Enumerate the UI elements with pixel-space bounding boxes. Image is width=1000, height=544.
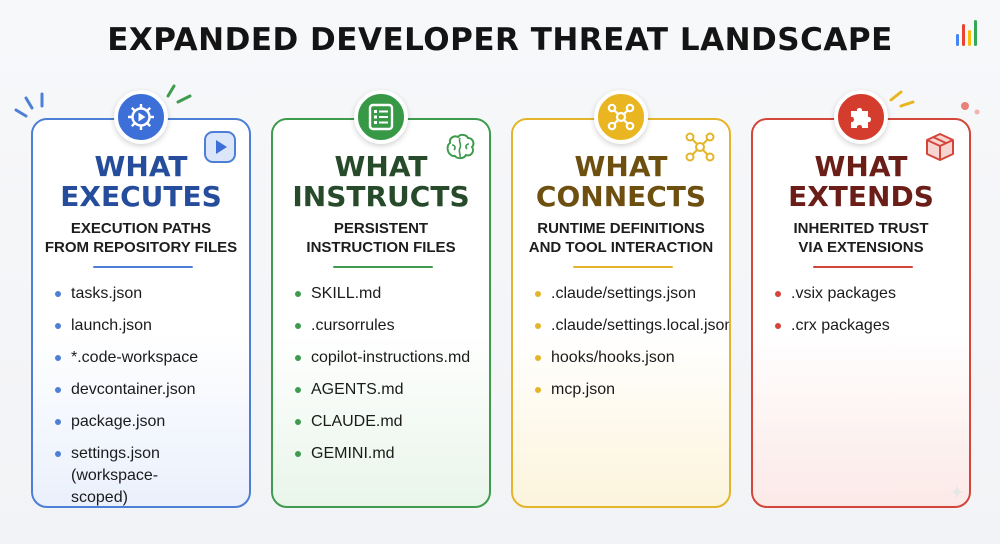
card-heading: WHAT EXTENDS bbox=[788, 150, 934, 213]
file-list: .claude/settings.json .claude/settings.l… bbox=[535, 283, 729, 411]
card-what-executes: WHAT EXECUTES EXECUTION PATHS FROM REPOS… bbox=[31, 118, 251, 508]
card-subtitle: EXECUTION PATHS FROM REPOSITORY FILES bbox=[44, 220, 238, 256]
file-list: .vsix packages .crx packages bbox=[775, 283, 963, 347]
card-divider bbox=[813, 266, 913, 268]
dot-decoration bbox=[961, 102, 980, 115]
page-title: EXPANDED DEVELOPER THREAT LANDSCAPE bbox=[107, 22, 893, 58]
list-item: package.json bbox=[55, 411, 243, 433]
list-item: launch.json bbox=[55, 315, 243, 337]
list-item: .crx packages bbox=[775, 315, 963, 337]
card-subtitle: RUNTIME DEFINITIONS AND TOOL INTERACTION bbox=[528, 220, 714, 256]
gear-play-icon bbox=[114, 90, 168, 144]
card-heading: WHAT CONNECTS bbox=[535, 150, 707, 213]
spark-decoration bbox=[14, 92, 44, 118]
spark-decoration bbox=[166, 84, 192, 104]
card-what-connects: WHAT CONNECTS RUNTIME DEFINITIONS AND TO… bbox=[511, 118, 731, 508]
card-divider bbox=[333, 266, 433, 268]
checklist-icon bbox=[354, 90, 408, 144]
network-icon bbox=[685, 132, 715, 162]
package-box-icon bbox=[926, 133, 954, 161]
list-item: .vsix packages bbox=[775, 283, 963, 305]
list-item: .claude/settings.json bbox=[535, 283, 723, 305]
list-item: tasks.json bbox=[55, 283, 243, 305]
list-item: mcp.json bbox=[535, 379, 723, 401]
list-item: copilot-instructions.md bbox=[295, 347, 483, 369]
brand-logo bbox=[956, 18, 978, 46]
list-item: .cursorrules bbox=[295, 315, 483, 337]
list-item: .claude/settings.local.json bbox=[535, 315, 729, 337]
spark-decoration bbox=[889, 90, 915, 108]
file-list: SKILL.md .cursorrules copilot-instructio… bbox=[295, 283, 483, 475]
play-button-icon bbox=[204, 131, 236, 163]
card-subtitle: PERSISTENT INSTRUCTION FILES bbox=[306, 220, 456, 256]
card-divider bbox=[93, 266, 193, 268]
list-item: devcontainer.json bbox=[55, 379, 243, 401]
puzzle-piece-icon bbox=[834, 90, 888, 144]
card-heading: WHAT EXECUTES bbox=[60, 150, 222, 213]
card-what-instructs: WHAT INSTRUCTS PERSISTENT INSTRUCTION FI… bbox=[271, 118, 491, 508]
list-item: *.code-workspace bbox=[55, 347, 243, 369]
file-list: tasks.json launch.json *.code-workspace … bbox=[55, 283, 243, 506]
card-what-extends: WHAT EXTENDS INHERITED TRUST VIA EXTENSI… bbox=[751, 118, 971, 508]
brain-icon bbox=[446, 133, 475, 160]
sparkle-icon bbox=[949, 484, 965, 500]
list-item: hooks/hooks.json bbox=[535, 347, 723, 369]
card-divider bbox=[573, 266, 673, 268]
list-item: AGENTS.md bbox=[295, 379, 483, 401]
list-item: CLAUDE.md bbox=[295, 411, 483, 433]
list-item: GEMINI.md bbox=[295, 443, 483, 465]
network-icon bbox=[594, 90, 648, 144]
card-subtitle: INHERITED TRUST VIA EXTENSIONS bbox=[793, 220, 929, 256]
list-item: settings.json (workspace-scoped) bbox=[55, 443, 215, 506]
list-item: SKILL.md bbox=[295, 283, 483, 305]
card-heading: WHAT INSTRUCTS bbox=[292, 150, 470, 213]
